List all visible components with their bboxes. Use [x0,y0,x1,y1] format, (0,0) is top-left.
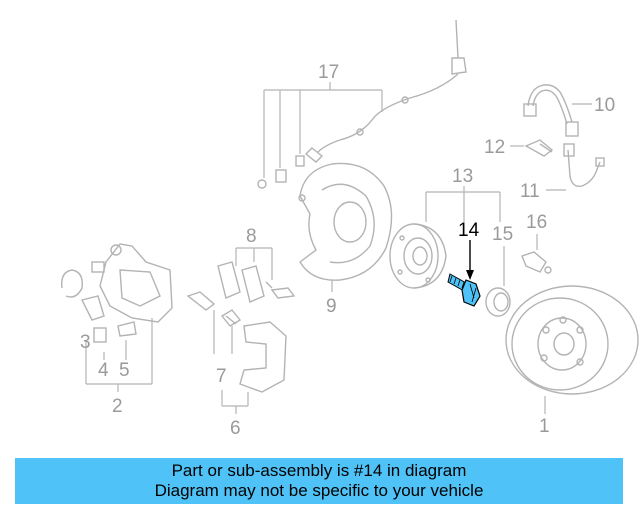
part-11-brake-line [563,143,605,187]
callout-3: 3 [80,332,91,353]
callout-6: 6 [230,418,241,439]
callout-16: 16 [526,212,547,233]
part-13-wheel-hub [389,223,447,289]
callout-9: 9 [326,296,337,317]
callout-8-leader [235,247,273,280]
callout-8: 8 [246,226,257,247]
callout-4: 4 [98,360,109,381]
part-15-grease-cap [485,287,511,317]
callout-2-leader [85,318,153,392]
part-10-brake-hose [523,84,579,137]
part-17-speed-sensor-cable [257,19,467,189]
callout-7: 7 [216,366,227,387]
part-7-guide-pins [186,291,242,327]
part-6-caliper-bracket [239,321,287,393]
callout-5: 5 [119,360,130,381]
callout-7-leader [213,310,233,354]
callout-14: 14 [458,220,480,241]
part-12-bracket [524,139,554,157]
part-8-brake-pads [217,261,296,303]
callout-14-arrowhead [466,270,474,280]
callout-17: 17 [318,62,339,83]
info-banner: Part or sub-assembly is #14 in diagram D… [15,458,623,504]
part-bleeder-parts [61,269,137,343]
callout-10: 10 [594,95,615,116]
callout-13-leader [425,186,501,222]
callout-1: 1 [539,416,550,437]
callout-11: 11 [520,181,540,202]
banner-line-2: Diagram may not be specific to your vehi… [154,481,484,500]
part-16-sensor [521,251,552,274]
part-1-brake-rotor [505,285,639,395]
banner-line-1: Part or sub-assembly is #14 in diagram [171,461,467,480]
part-14-hub-bolt [447,273,481,307]
part-2-caliper [91,243,173,323]
callout-15: 15 [492,224,513,245]
callout-2: 2 [112,396,123,417]
part-9-dust-shield [298,162,393,281]
callout-17-leader [263,82,383,178]
parts-diagram: 17 10 12 11 16 [61,19,639,439]
callout-13: 13 [452,166,473,187]
callout-12: 12 [484,137,505,158]
callout-6-leader [221,390,249,414]
